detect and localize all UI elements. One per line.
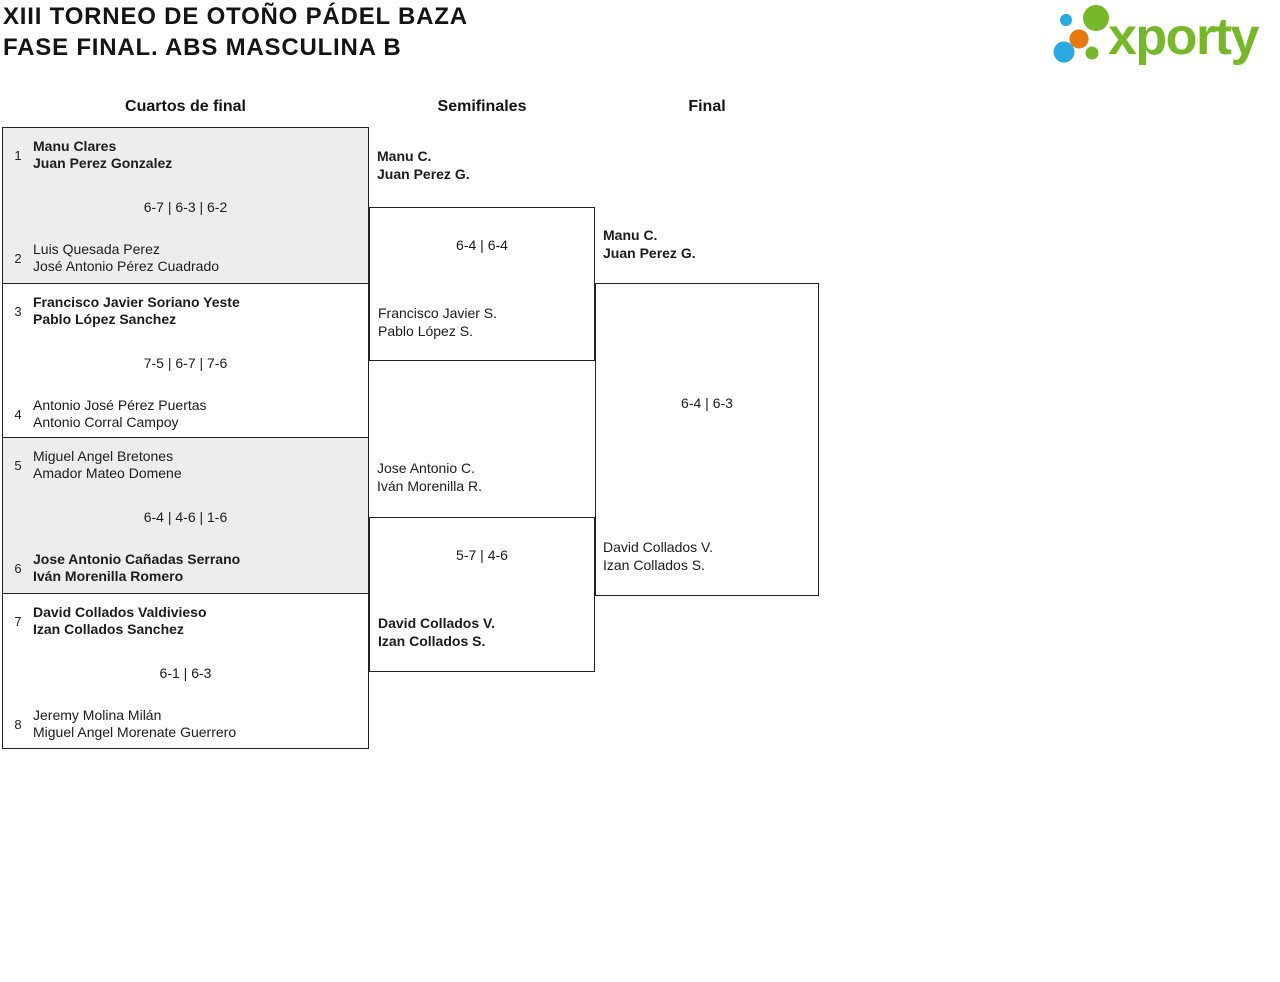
team-names: Jose Antonio Cañadas Serrano Iván Moreni… <box>33 551 240 585</box>
xporty-logo: xporty <box>1046 0 1280 72</box>
qf-match-3: 5 Miguel Angel Bretones Amador Mateo Dom… <box>3 438 368 594</box>
seed-number: 8 <box>14 716 22 732</box>
team-row: 4 Antonio José Pérez Puertas Antonio Cor… <box>3 397 368 431</box>
page-title: XIII TORNEO DE OTOÑO PÁDEL BAZA FASE FIN… <box>3 1 468 63</box>
player-name: Manu C. <box>603 227 658 243</box>
team-names: Jeremy Molina Milán Miguel Angel Morenat… <box>33 707 236 741</box>
player-name: Miguel Angel Bretones <box>33 448 174 464</box>
team-row: 5 Miguel Angel Bretones Amador Mateo Dom… <box>3 448 368 482</box>
player-name: Antonio José Pérez Puertas <box>33 397 207 413</box>
seed-number: 5 <box>14 457 22 473</box>
player-name: David Collados Valdivieso <box>33 604 207 620</box>
player-name: Amador Mateo Domene <box>33 465 182 481</box>
player-name: Jose Antonio C. <box>377 460 476 476</box>
team-row: 3 Francisco Javier Soriano Yeste Pablo L… <box>3 294 368 328</box>
player-name: Jose Antonio Cañadas Serrano <box>33 551 241 567</box>
player-name: David Collados V. <box>603 539 713 555</box>
qf-match-1: 1 Manu Clares Juan Perez Gonzalez 6-7 | … <box>3 128 368 284</box>
match-score: 6-4 | 6-4 <box>456 237 508 253</box>
round-header-cuartos: Cuartos de final <box>125 98 246 115</box>
seed-number: 1 <box>14 147 22 163</box>
player-name: José Antonio Pérez Cuadrado <box>33 258 220 274</box>
player-name: Juan Perez G. <box>377 166 470 182</box>
match-score: 6-4 | 6-3 <box>681 395 733 411</box>
team-names: Luis Quesada Perez José Antonio Pérez Cu… <box>33 241 219 275</box>
sf1-match-box: 6-4 | 6-4 Francisco Javier S. Pablo Lópe… <box>369 207 595 361</box>
seed-number: 6 <box>14 560 22 576</box>
round-header-semifinales: Semifinales <box>437 98 527 115</box>
player-name: Manu C. <box>377 148 432 164</box>
player-name: Pablo López S. <box>378 323 473 339</box>
final-match-box: 6-4 | 6-3 <box>595 283 819 596</box>
sf2-match-box: 5-7 | 4-6 David Collados V. Izan Collado… <box>369 517 595 672</box>
xporty-logo-text: xporty <box>1108 8 1259 66</box>
seed-number: 7 <box>14 613 22 629</box>
team-row: 1 Manu Clares Juan Perez Gonzalez <box>3 138 368 172</box>
match-score: 7-5 | 6-7 | 7-6 <box>143 355 228 371</box>
page-title-line1: XIII TORNEO DE OTOÑO PÁDEL BAZA <box>3 3 468 30</box>
team-names: David Collados Valdivieso Izan Collados … <box>33 604 207 638</box>
player-name: Iván Morenilla Romero <box>33 568 184 584</box>
sf2-top-team: Jose Antonio C. Iván Morenilla R. <box>377 459 482 495</box>
team-row: 8 Jeremy Molina Milán Miguel Angel Moren… <box>3 707 368 741</box>
qf-match-4: 7 David Collados Valdivieso Izan Collado… <box>3 594 368 748</box>
player-name: David Collados V. <box>378 615 495 631</box>
player-name: Francisco Javier Soriano Yeste <box>33 294 240 310</box>
player-name: Izan Collados S. <box>603 557 705 573</box>
player-name: Jeremy Molina Milán <box>33 707 162 723</box>
player-name: Antonio Corral Campoy <box>33 414 179 430</box>
player-name: Izan Collados Sanchez <box>33 621 184 637</box>
round-header-final: Final <box>688 98 726 115</box>
player-name: Francisco Javier S. <box>378 305 498 321</box>
final-bottom-team: David Collados V. Izan Collados S. <box>603 538 713 574</box>
seed-number: 4 <box>14 406 22 422</box>
sf1-top-team: Manu C. Juan Perez G. <box>377 147 470 183</box>
team-names: Manu Clares Juan Perez Gonzalez <box>33 138 172 172</box>
match-score: 6-1 | 6-3 <box>159 665 212 681</box>
player-name: Iván Morenilla R. <box>377 478 483 494</box>
player-name: Miguel Angel Morenate Guerrero <box>33 724 237 740</box>
player-name: Luis Quesada Perez <box>33 241 160 257</box>
match-score: 6-4 | 4-6 | 1-6 <box>143 509 228 525</box>
sf2-bottom-team: David Collados V. Izan Collados S. <box>378 614 495 650</box>
player-name: Izan Collados S. <box>378 633 486 649</box>
seed-number: 3 <box>14 303 22 319</box>
seed-number: 2 <box>14 250 22 266</box>
final-top-team: Manu C. Juan Perez G. <box>603 226 696 262</box>
page-title-line2: FASE FINAL. ABS MASCULINA B <box>3 34 402 61</box>
quarterfinals-column: 1 Manu Clares Juan Perez Gonzalez 6-7 | … <box>2 127 369 749</box>
team-row: 6 Jose Antonio Cañadas Serrano Iván More… <box>3 551 368 585</box>
team-names: Antonio José Pérez Puertas Antonio Corra… <box>33 397 207 431</box>
player-name: Juan Perez Gonzalez <box>33 155 173 171</box>
team-names: Francisco Javier Soriano Yeste Pablo Lóp… <box>33 294 240 328</box>
player-name: Manu Clares <box>33 138 117 154</box>
sf1-bottom-team: Francisco Javier S. Pablo López S. <box>378 304 497 340</box>
match-score: 6-7 | 6-3 | 6-2 <box>143 199 228 215</box>
team-row: 2 Luis Quesada Perez José Antonio Pérez … <box>3 241 368 275</box>
qf-match-2: 3 Francisco Javier Soriano Yeste Pablo L… <box>3 284 368 438</box>
player-name: Juan Perez G. <box>603 245 696 261</box>
xporty-dots-icon <box>1053 5 1109 63</box>
match-score: 5-7 | 4-6 <box>456 547 508 563</box>
team-names: Miguel Angel Bretones Amador Mateo Domen… <box>33 448 182 482</box>
team-row: 7 David Collados Valdivieso Izan Collado… <box>3 604 368 638</box>
player-name: Pablo López Sanchez <box>33 311 177 327</box>
